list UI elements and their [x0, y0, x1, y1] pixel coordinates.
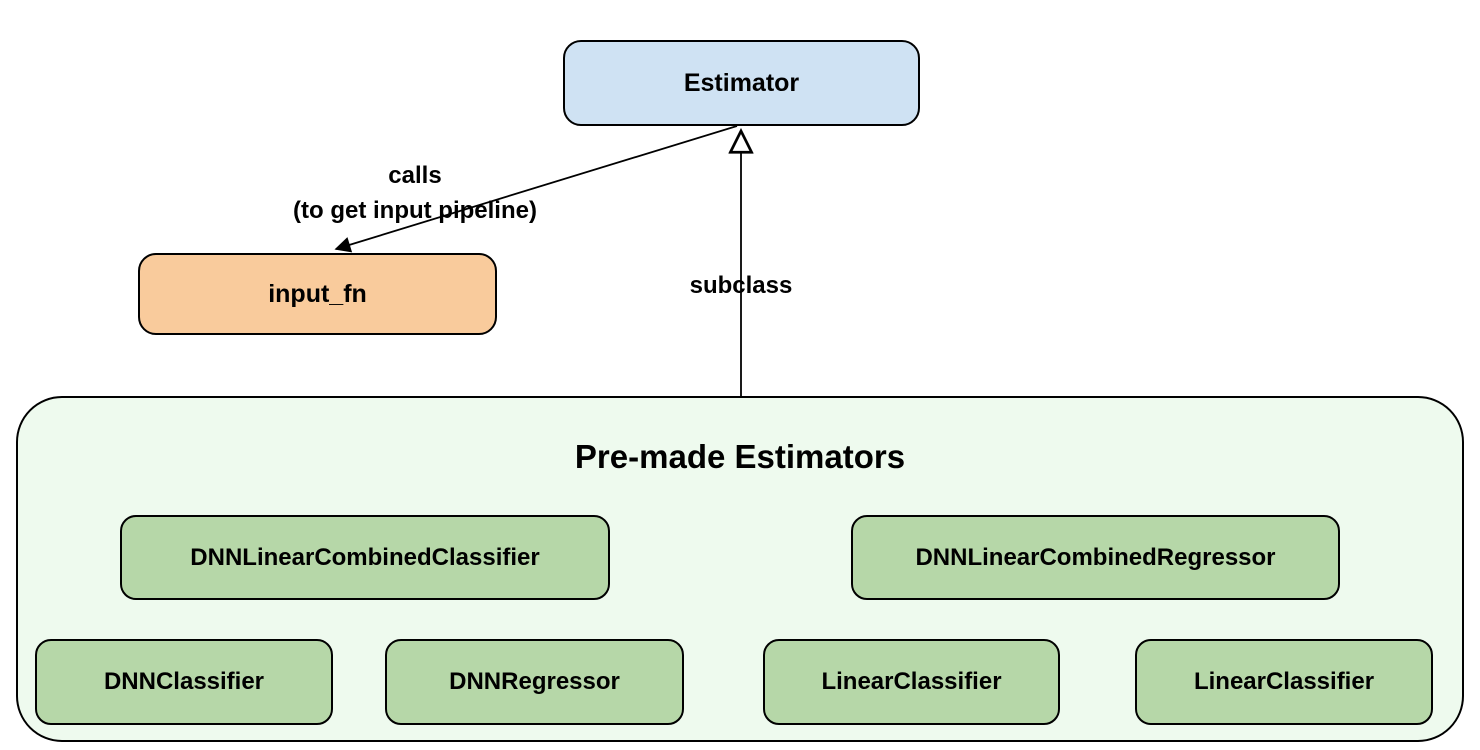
premade-box-label: DNNLinearCombinedRegressor — [915, 543, 1276, 571]
premade-box-dnn-regressor: DNNRegressor — [385, 639, 684, 725]
estimator-label: Estimator — [683, 68, 800, 97]
premade-box-linear-classifier-2: LinearClassifier — [1135, 639, 1433, 725]
calls-edge-label-line1: calls — [388, 162, 442, 189]
premade-box-linear-classifier-1: LinearClassifier — [763, 639, 1060, 725]
premade-estimators-container: Pre-made Estimators DNNLinearCombinedCla… — [16, 396, 1464, 742]
estimator-node: Estimator — [563, 40, 920, 126]
input-fn-label: input_fn — [268, 279, 367, 308]
calls-edge-label: calls (to get input pipeline) — [215, 158, 615, 228]
premade-box-label: LinearClassifier — [1193, 668, 1375, 695]
premade-estimators-title: Pre-made Estimators — [574, 438, 906, 475]
premade-box-label: DNNLinearCombinedClassifier — [190, 543, 540, 571]
calls-edge-label-line2: (to get input pipeline) — [293, 197, 537, 224]
premade-box-label: DNNClassifier — [103, 668, 265, 695]
subclass-edge-label: subclass — [641, 268, 841, 303]
premade-box-dnn-linear-combined-regressor: DNNLinearCombinedRegressor — [851, 515, 1340, 600]
premade-box-dnn-linear-combined-classifier: DNNLinearCombinedClassifier — [120, 515, 610, 600]
premade-box-dnn-classifier: DNNClassifier — [35, 639, 333, 725]
premade-box-label: DNNRegressor — [449, 668, 620, 695]
subclass-edge-label-text: subclass — [689, 272, 793, 299]
premade-box-label: LinearClassifier — [821, 668, 1002, 695]
input-fn-node: input_fn — [138, 253, 497, 335]
